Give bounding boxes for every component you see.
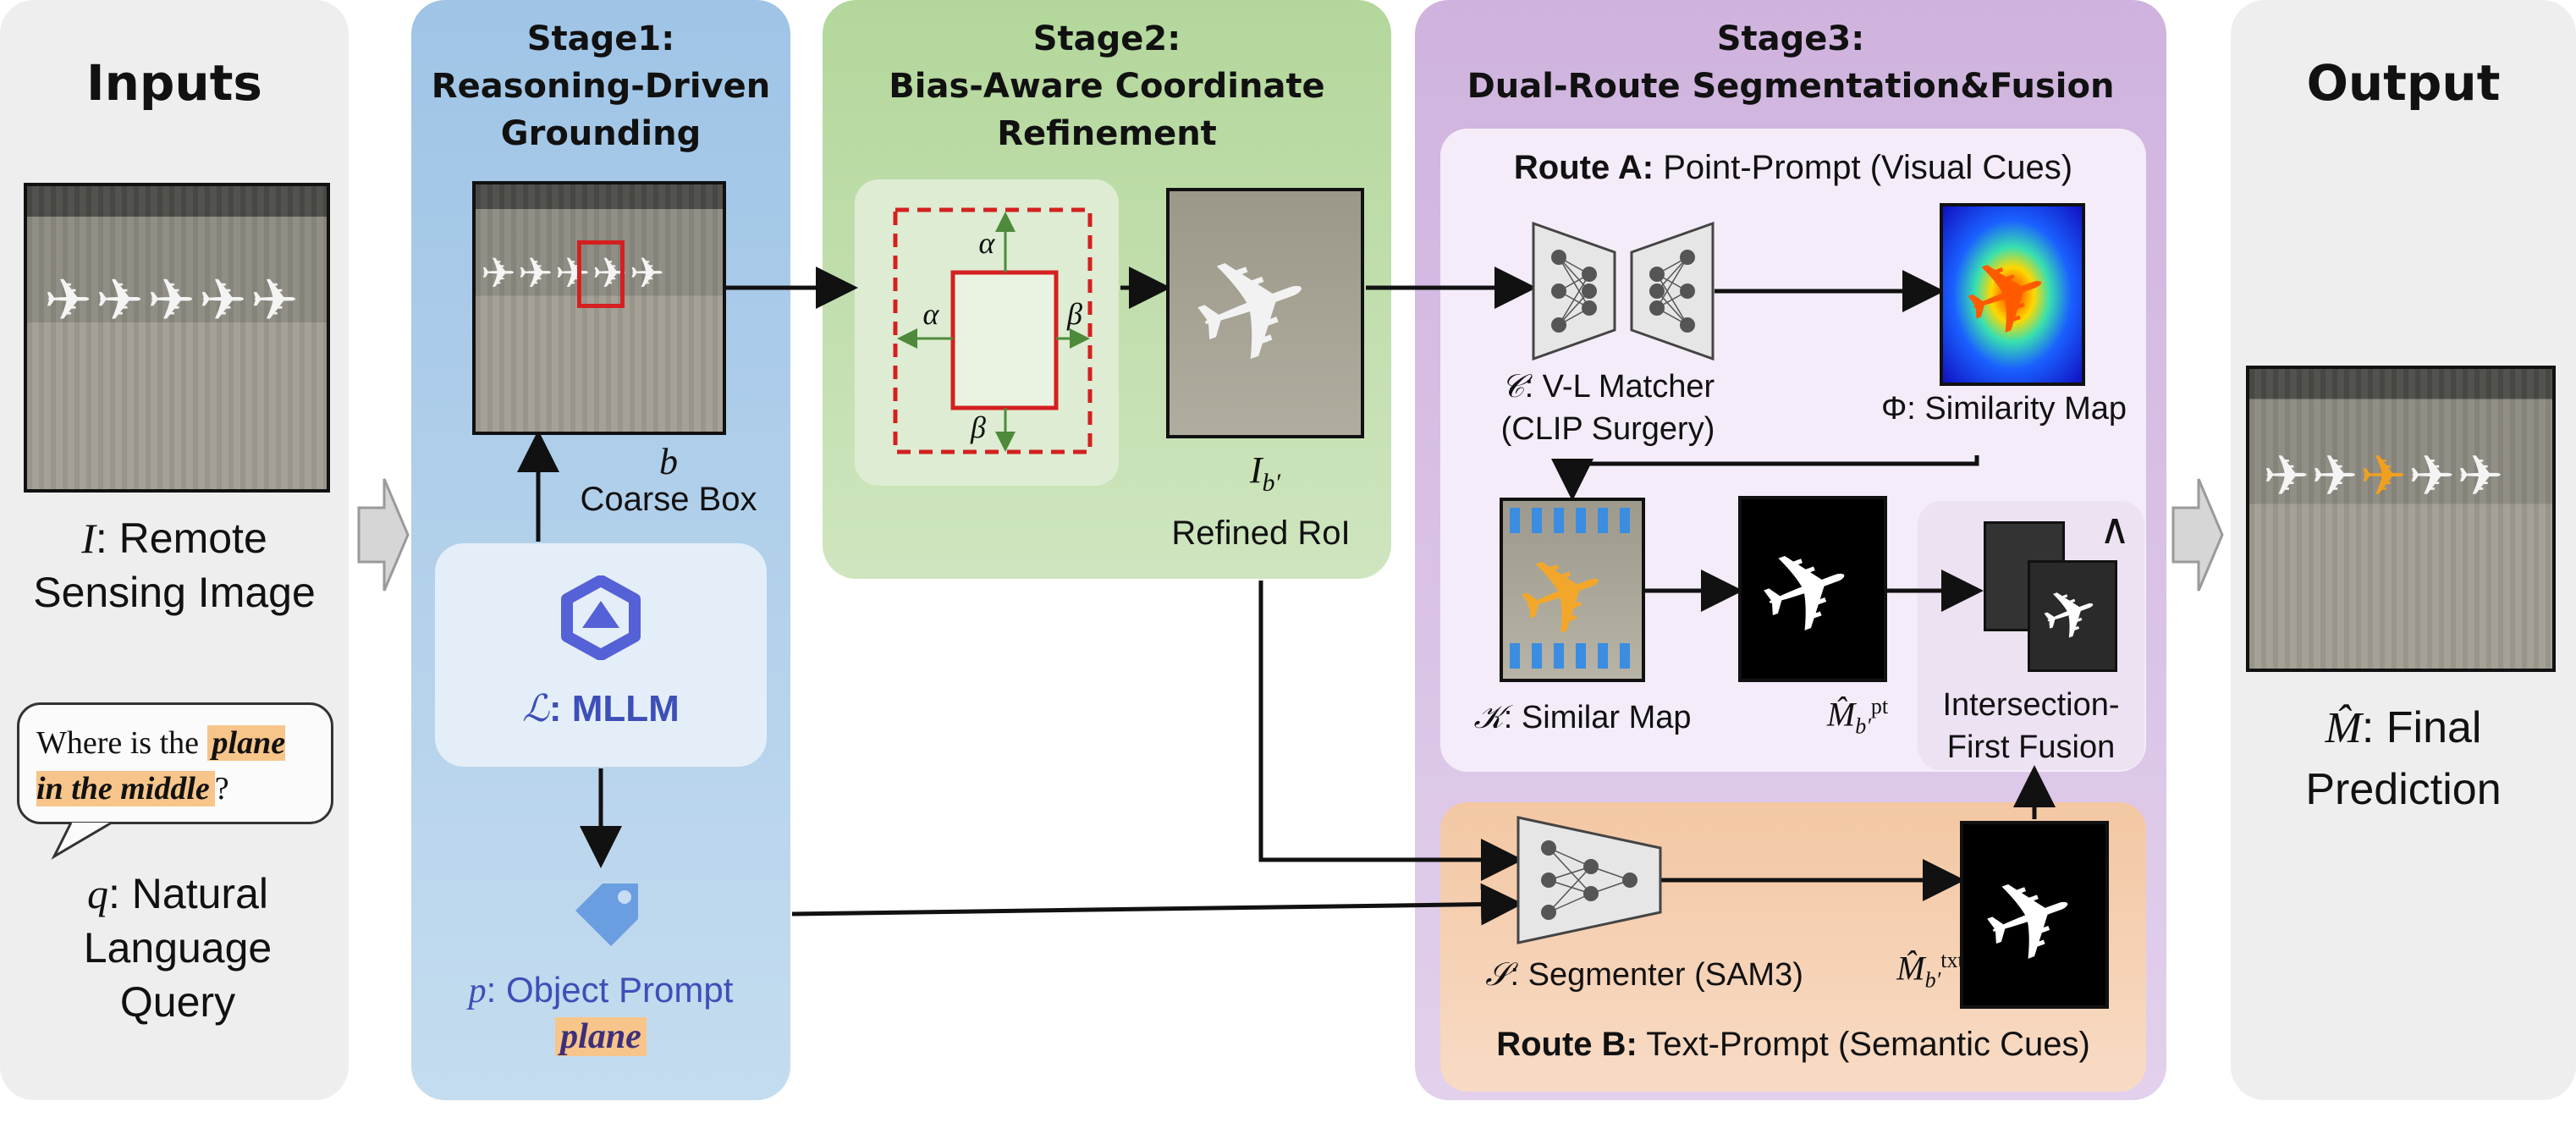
coarse-box-symbol: b <box>659 441 678 482</box>
mask-txt: ✈ <box>1960 821 2109 1009</box>
plane-icons: ✈✈✈✈✈ <box>481 250 667 297</box>
stage2-title: Stage2: Bias-Aware Coordinate Refinement <box>889 19 1325 153</box>
mllm-logo-icon <box>559 575 643 660</box>
tag-icon <box>564 877 645 958</box>
segmenter-icon <box>1515 814 1664 946</box>
alpha-top: α <box>978 226 995 260</box>
mask-pt-label: M̂b′pt <box>1826 694 1889 739</box>
beta-bottom: β <box>971 410 986 444</box>
plane-icon: ✈ <box>1742 516 1873 666</box>
similar-map-label: 𝒦: Similar Map <box>1473 700 1692 735</box>
plane-icon: ✈ <box>1947 228 2067 366</box>
plane-icon: ✈ <box>1169 212 1338 405</box>
object-prompt-label: p: Object Prompt <box>468 970 734 1010</box>
plane-icon: ✈ <box>2030 569 2111 659</box>
query-label: q: Natural Language Query <box>83 870 272 1026</box>
beta-right: β <box>1067 297 1082 331</box>
object-prompt-value: plane <box>516 1016 685 1057</box>
fusion-mask-front: ✈ <box>2028 560 2117 672</box>
output-title: Output <box>2306 54 2501 112</box>
coarse-box-label: Coarse Box <box>580 481 757 518</box>
similar-points-map: ✈ <box>1500 498 1645 682</box>
mask-txt-label: M̂b′txt <box>1896 948 1964 993</box>
final-prediction-label: M̂: Final Prediction <box>2305 703 2502 814</box>
input-remote-image: ✈✈✈✈✈ <box>24 183 330 493</box>
plane-icons: ✈✈✈✈✈ <box>2263 444 2506 507</box>
point-dots <box>1510 643 1637 669</box>
vl-matcher-label: 𝒞: V-L Matcher (CLIP Surgery) <box>1500 369 1715 447</box>
final-prediction-image: ✈✈✈✈✈ <box>2246 366 2556 672</box>
inputs-title: Inputs <box>86 54 262 112</box>
route-b-heading: Route B: Text-Prompt (Semantic Cues) <box>1496 1026 2090 1063</box>
input-image-label: I: Remote Sensing Image <box>33 515 316 616</box>
route-a-heading: Route A: Point-Prompt (Visual Cues) <box>1513 149 2073 186</box>
flow-chevron-left <box>357 478 410 592</box>
roi-label: Refined RoI <box>1171 515 1351 552</box>
roi-symbol: Ib′ <box>1249 449 1281 497</box>
point-dots <box>1510 508 1637 533</box>
refined-roi-image: ✈ <box>1166 188 1364 438</box>
dashed-expanded-box <box>893 207 1093 454</box>
plane-icons: ✈✈✈✈✈ <box>44 268 302 333</box>
vl-matcher-icon <box>1530 215 1716 367</box>
stage1-image: ✈✈✈✈✈ <box>472 181 726 435</box>
coarse-box <box>950 270 1059 410</box>
segmenter-label: 𝒮: Segmenter (SAM3) <box>1485 957 1803 993</box>
mllm-label: ℒ: MLLM <box>522 688 680 729</box>
mask-pt: ✈ <box>1738 496 1887 682</box>
stage3-title: Stage3: Dual-Route Segmentation&Fusion <box>1467 19 2115 106</box>
alpha-left: α <box>922 297 939 331</box>
stage1-title: Stage1: Reasoning-Driven Grounding <box>431 19 771 153</box>
intersection-operator: ∧ <box>2099 505 2131 553</box>
similarity-map-label: Φ: Similarity Map <box>1880 391 2127 427</box>
coarse-bbox <box>577 240 625 308</box>
flow-chevron-right <box>2171 478 2224 592</box>
query-bubble: Where is the plane in the middle? <box>17 702 333 824</box>
similarity-heatmap: ✈ <box>1940 203 2085 386</box>
fusion-label: Intersection- First Fusion <box>1942 687 2120 765</box>
